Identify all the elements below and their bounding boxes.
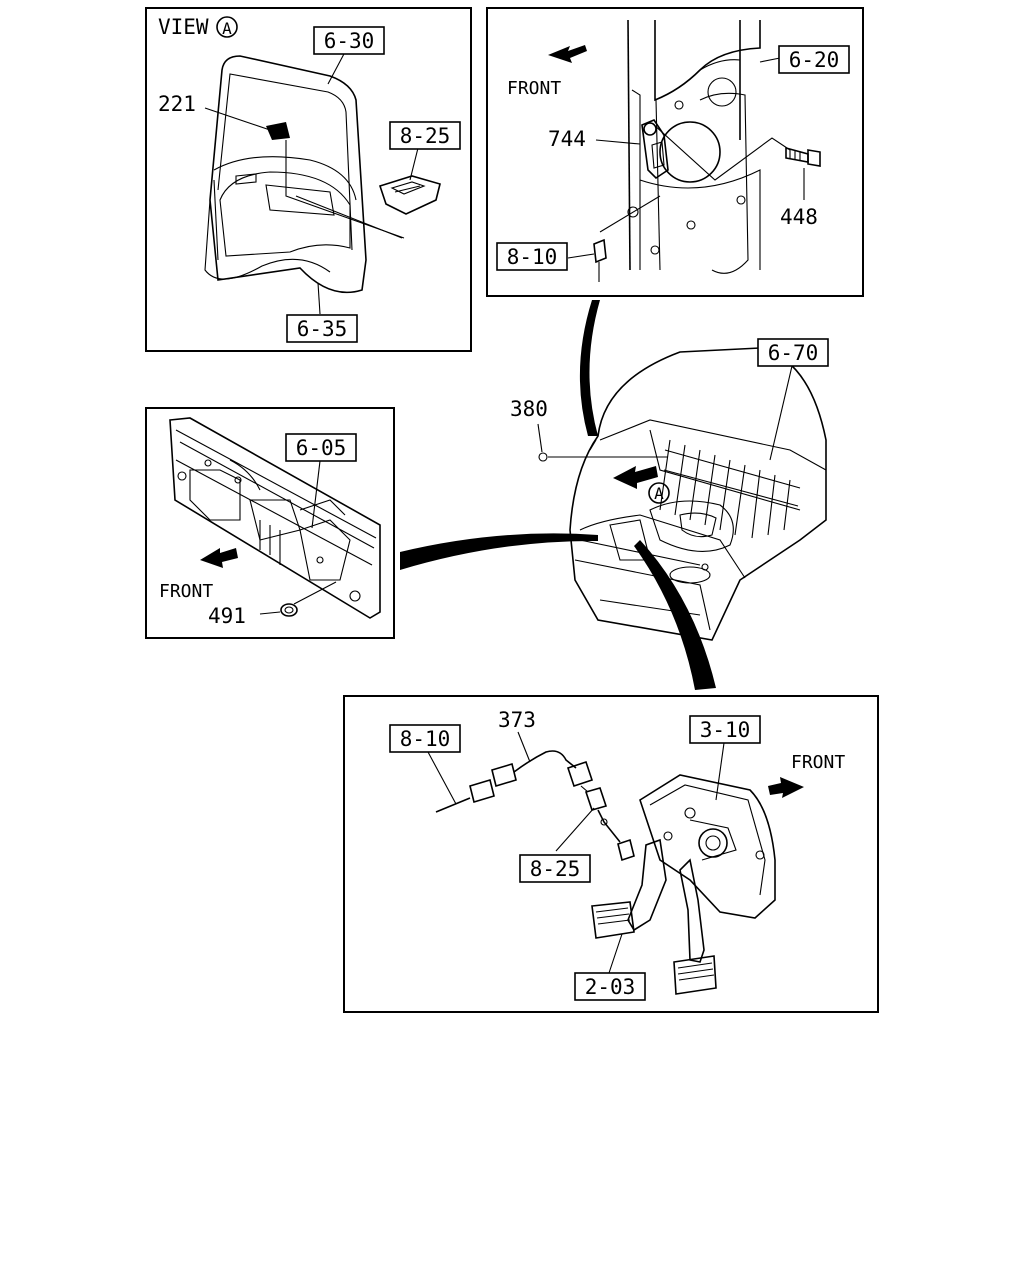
view-label: VIEW <box>158 15 209 39</box>
panel-pedal: FRONT 373 8-10 3-10 8-25 2-03 <box>343 695 879 1013</box>
pillar-drawing <box>593 19 821 282</box>
ref-6-20: 6-20 <box>789 48 840 72</box>
front-label-dash: FRONT <box>159 581 213 602</box>
pedal-drawing <box>435 750 776 995</box>
dash-panel-drawing <box>169 417 381 619</box>
ref-6-30: 6-30 <box>324 29 375 53</box>
part-380: 380 <box>510 397 548 421</box>
ref-8-25-view: 8-25 <box>400 124 451 148</box>
front-arrow-sensor <box>548 45 587 63</box>
cab-view-marker: A <box>654 484 664 503</box>
front-arrow-pedal <box>768 777 804 798</box>
connector-swoosh-left <box>400 533 598 570</box>
panel-dash: FRONT 491 6-05 <box>145 407 395 639</box>
cab-drawing <box>569 347 827 641</box>
ref-6-70: 6-70 <box>768 341 819 365</box>
ref-6-35: 6-35 <box>297 317 348 341</box>
front-label-sensor: FRONT <box>507 78 561 99</box>
part-448: 448 <box>780 205 818 229</box>
front-label-pedal: FRONT <box>791 752 845 773</box>
connector-swoosh-top <box>579 300 600 436</box>
view-marker: A <box>222 19 232 38</box>
part-373: 373 <box>498 708 536 732</box>
panel-sensor: FRONT 744 448 6-20 8-10 <box>486 7 864 297</box>
ref-6-05: 6-05 <box>296 436 347 460</box>
view-marker-circle <box>216 16 238 38</box>
ref-8-25-pedal: 8-25 <box>530 857 581 881</box>
ref-8-10-sensor: 8-10 <box>507 245 558 269</box>
ref-8-10-pedal: 8-10 <box>400 727 451 751</box>
ref-2-03: 2-03 <box>585 975 636 999</box>
cab-view-marker-circle <box>648 482 670 504</box>
front-arrow-dash <box>200 548 238 568</box>
part-491: 491 <box>208 604 246 628</box>
door-drawing <box>204 55 441 294</box>
panel-view-a: VIEW A 221 6-30 8-25 <box>145 7 472 352</box>
part-221: 221 <box>158 92 196 116</box>
part-744: 744 <box>548 127 586 151</box>
front-arrow-cab <box>613 466 658 489</box>
panel-cab: A 380 6-70 <box>510 338 829 641</box>
connector-swoosh-bottom <box>634 540 716 690</box>
ref-3-10: 3-10 <box>700 718 751 742</box>
